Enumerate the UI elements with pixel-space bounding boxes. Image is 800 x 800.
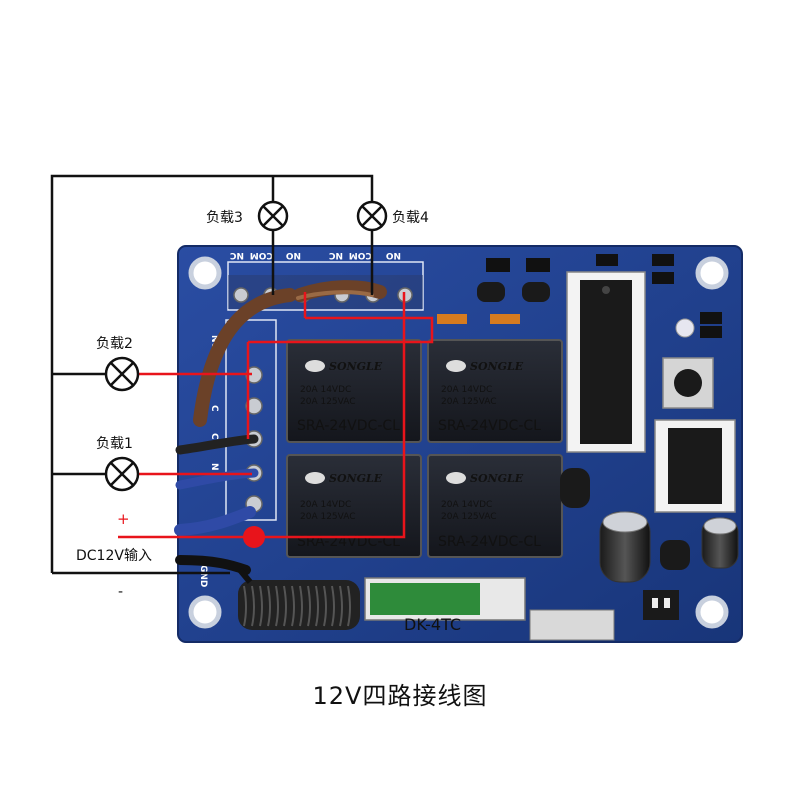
pin-label-no-1: NO	[285, 250, 301, 260]
pin-label-com-2: COM	[349, 250, 372, 260]
load-lamp-1: 负载1	[96, 436, 140, 492]
relay-model: SRA-24VDC-CL	[297, 418, 400, 434]
pin-label-side-c2: C	[209, 433, 219, 440]
load-1-label: 负载1	[96, 436, 133, 452]
push-button	[662, 357, 714, 409]
connector-header	[643, 590, 679, 620]
power-minus-label: -	[118, 584, 123, 600]
diagram-caption: 12V四路接线图	[312, 682, 488, 710]
mounting-holes	[188, 256, 729, 629]
relay-brand: SONGLE	[470, 360, 524, 373]
pin-label-nc-1: NC	[229, 250, 244, 260]
relay-spec-line2: 20A 125VAC	[300, 397, 356, 407]
load-lamp-3: 负载3	[206, 200, 289, 232]
rf-module: DK-4TC	[364, 577, 615, 641]
relay-3: SONGLE 20A 14VDC 20A 125VAC SRA-24VDC-CL	[286, 454, 422, 558]
relay-model: SRA-24VDC-CL	[438, 418, 541, 434]
antenna-coil	[237, 568, 360, 630]
relay-4: SONGLE 20A 14VDC 20A 125VAC SRA-24VDC-CL	[427, 454, 563, 558]
relay-spec-line1: 20A 14VDC	[300, 500, 351, 510]
pin-label-nc-2: NC	[328, 250, 343, 260]
relay-brand: SONGLE	[329, 360, 383, 373]
terminal-labels-top-left: NC COM NO	[229, 250, 301, 260]
transistors	[437, 254, 722, 338]
load-lamp-2: 负载2	[96, 336, 140, 392]
relay-2: SONGLE 20A 14VDC 20A 125VAC SRA-24VDC-CL	[427, 339, 563, 443]
relay-brand: SONGLE	[470, 472, 524, 485]
load-2-label: 负载2	[96, 336, 133, 352]
ic-chip-large	[566, 271, 646, 453]
relay-spec-line1: 20A 14VDC	[300, 385, 351, 395]
relay-1: SONGLE 20A 14VDC 20A 125VAC SRA-24VDC-CL	[286, 339, 422, 443]
relay-model: SRA-24VDC-CL	[438, 534, 541, 550]
red-schematic-wires	[118, 292, 434, 539]
relay-spec-line2: 20A 125VAC	[441, 397, 497, 407]
load-3-label: 负载3	[206, 210, 243, 226]
pin-label-side-c1: C	[209, 405, 219, 412]
pin-label-no-2: NO	[385, 250, 401, 260]
relay-brand: SONGLE	[329, 472, 383, 485]
capacitors	[560, 468, 739, 583]
pin-label-gnd: GND	[198, 565, 208, 587]
relay-spec-line2: 20A 125VAC	[300, 512, 356, 522]
board-model: DK-4TC	[404, 615, 461, 634]
power-junction-dot	[243, 526, 265, 548]
power-input-labels: + DC12V输入 -	[76, 510, 152, 600]
terminal-labels-top-right: NC COM NO	[328, 250, 401, 260]
pin-label-side-n: N	[209, 463, 219, 471]
ic-chip-small	[654, 419, 736, 513]
power-plus-label: +	[117, 510, 130, 528]
power-input-label: DC12V输入	[76, 548, 152, 564]
relay-spec-line1: 20A 14VDC	[441, 500, 492, 510]
pin-label-com-1: COM	[250, 250, 273, 260]
relay-spec-line2: 20A 125VAC	[441, 512, 497, 522]
load-lamp-4: 负载4	[356, 200, 429, 232]
load-4-label: 负载4	[392, 210, 429, 226]
black-schematic-wires	[50, 174, 374, 575]
relay-spec-line1: 20A 14VDC	[441, 385, 492, 395]
